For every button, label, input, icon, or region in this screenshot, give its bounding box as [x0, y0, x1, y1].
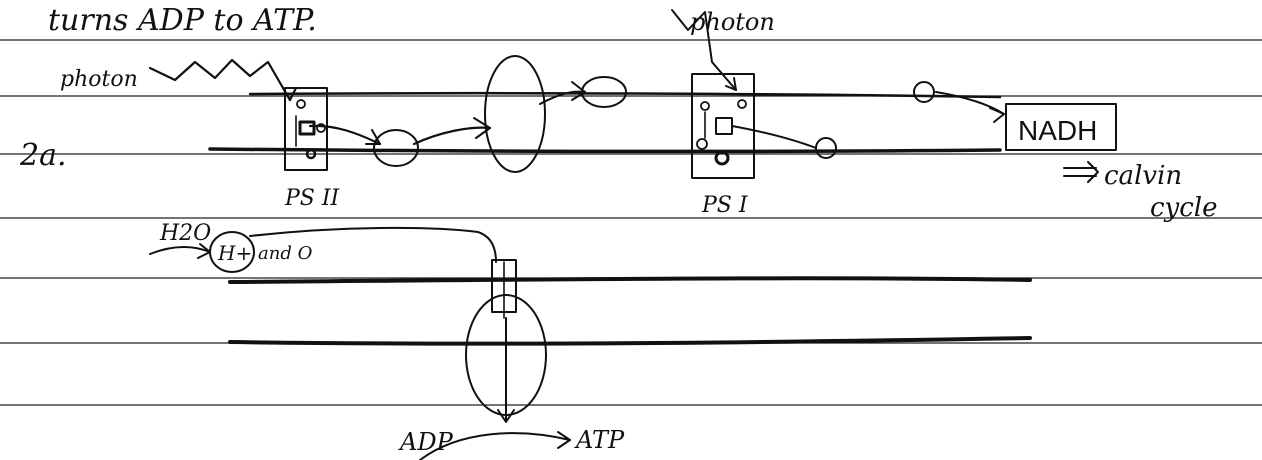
calvin-label-2: cycle: [1150, 193, 1218, 223]
nadh-label: NADH: [1018, 115, 1097, 146]
psii-box: [285, 88, 327, 170]
water-splitting: H2O H+ and O: [150, 221, 496, 272]
h-plus-label: H+: [217, 241, 252, 265]
calvin-cycle: calvin cycle: [1064, 161, 1218, 223]
psii-label: PS II: [284, 186, 341, 211]
photon-top-label: photon: [690, 8, 775, 36]
photon-left-label: photon: [60, 67, 138, 92]
atp-synthase: [466, 260, 546, 422]
question-label: 2a.: [19, 138, 67, 173]
calvin-label-1: calvin: [1104, 161, 1182, 191]
adp-atp-conversion: ADP ATP: [398, 426, 625, 460]
and-o-label: and O: [258, 243, 313, 264]
nadh-group: NADH: [914, 82, 1116, 150]
carrier-1: [374, 130, 418, 166]
atp-label: ATP: [574, 426, 625, 454]
photon-top: photon: [672, 8, 775, 90]
header-text: turns ADP to ATP.: [48, 3, 317, 38]
psi-label: PS I: [701, 193, 749, 218]
adp-label: ADP: [398, 428, 454, 456]
h2o-label: H2O: [159, 221, 211, 246]
